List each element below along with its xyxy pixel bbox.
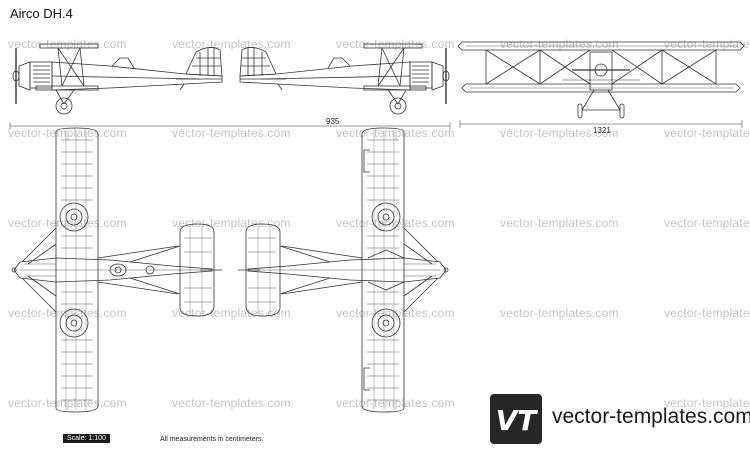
top-view (11, 127, 222, 413)
watermark-text: vector-templates.com (172, 396, 291, 410)
watermark-text: vector-templates.com (500, 37, 619, 51)
span-dimension-label: 1321 (593, 126, 611, 135)
measurement-note: All measurements in centimeters. (160, 436, 264, 443)
watermark-text: vector-templates.com (336, 216, 455, 230)
watermark-text: vector-templates.com (500, 306, 619, 320)
side-view-left (12, 43, 223, 115)
watermark-text: vector-templates.com (8, 396, 127, 410)
watermark-text: vector-templates.com (172, 306, 291, 320)
watermark-text: vector-templates.com (172, 216, 291, 230)
scale-badge: Scale: 1:100 (63, 434, 110, 443)
brand-url: vector-templates.com (552, 405, 750, 428)
vt-logo-icon: VT (496, 404, 538, 436)
front-view (457, 41, 745, 119)
bottom-view (238, 127, 449, 413)
watermark-text: vector-templates.com (664, 216, 750, 230)
watermark-text: vector-templates.com (500, 126, 619, 140)
length-dimension-line (9, 122, 451, 130)
watermark-text: vector-templates.com (336, 126, 455, 140)
watermark-text: vector-templates.com (500, 216, 619, 230)
span-dimension-line (459, 120, 743, 128)
watermark-text: vector-templates.com (664, 37, 750, 51)
watermark-text: vector-templates.com (8, 126, 127, 140)
watermark-text: vector-templates.com (172, 126, 291, 140)
length-dimension-label: 935 (326, 117, 340, 126)
watermark-text: vector-templates.com (8, 216, 127, 230)
page-title: Airco DH.4 (10, 6, 73, 21)
logo-text: VT (496, 404, 538, 436)
side-view-right (239, 43, 450, 115)
watermark-text: vector-templates.com (664, 126, 750, 140)
watermark-text: vector-templates.com (664, 396, 750, 410)
watermark-text: vector-templates.com (336, 396, 455, 410)
watermark-text: vector-templates.com (8, 306, 127, 320)
watermark-text: vector-templates.com (664, 306, 750, 320)
brand-logo: VT (490, 394, 542, 444)
watermark-text: vector-templates.com (172, 37, 291, 51)
